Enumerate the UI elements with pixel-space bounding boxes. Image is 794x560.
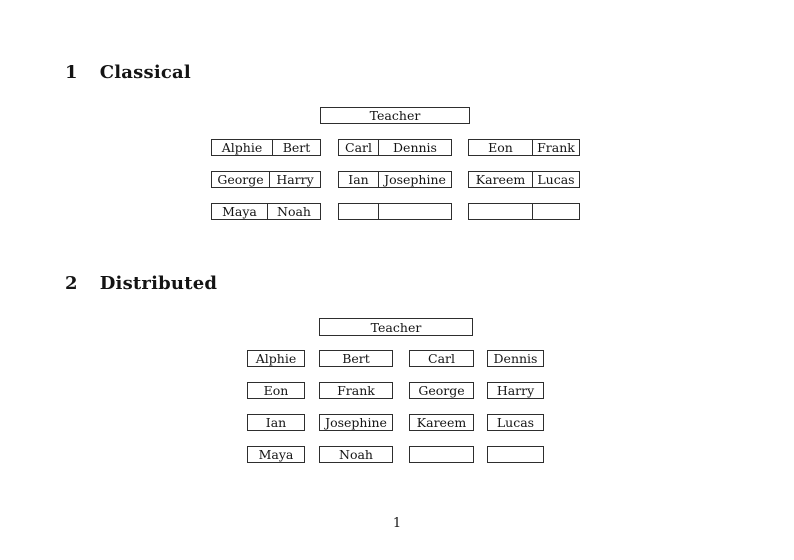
desk-empty (487, 446, 544, 463)
desk-pair: Maya Noah (211, 203, 321, 220)
section-heading-distributed: 2 Distributed (65, 274, 217, 294)
desk-pair: Carl Dennis (338, 139, 452, 156)
desk-seat: Carl (339, 140, 379, 155)
desk: Alphie (247, 350, 305, 367)
teacher-label: Teacher (370, 319, 422, 335)
desk-seat: Dennis (493, 351, 538, 366)
section-number: 2 (65, 273, 78, 294)
teacher-desk: Teacher (319, 318, 473, 336)
desk-seat: George (418, 383, 465, 398)
desk: Carl (409, 350, 474, 367)
desk-pair: Alphie Bert (211, 139, 321, 156)
section-heading-classical: 1 Classical (65, 63, 191, 83)
desk-seat: Josephine (325, 415, 387, 430)
desk-seat: Frank (337, 383, 375, 398)
desk-seat (533, 204, 579, 219)
desk: Noah (319, 446, 393, 463)
desk-seat: Kareem (469, 172, 533, 187)
desk-seat: Carl (428, 351, 455, 366)
desk-seat: Dennis (393, 140, 437, 155)
desk-pair-empty (338, 203, 452, 220)
desk-pair: George Harry (211, 171, 321, 188)
desk-empty (409, 446, 474, 463)
desk: Ian (247, 414, 305, 431)
desk-seat (379, 204, 451, 219)
desk-seat: Eon (263, 383, 289, 398)
desk: Bert (319, 350, 393, 367)
desk: Eon (247, 382, 305, 399)
section-title: Classical (99, 62, 191, 83)
desk: Josephine (319, 414, 393, 431)
desk-seat: George (212, 172, 270, 187)
desk-seat: Maya (212, 204, 268, 219)
teacher-label: Teacher (369, 108, 421, 123)
section-title: Distributed (99, 273, 218, 294)
desk-seat: Ian (339, 172, 379, 187)
desk-seat: Bert (342, 351, 370, 366)
teacher-desk: Teacher (320, 107, 470, 124)
desk: Harry (487, 382, 544, 399)
desk: Kareem (409, 414, 474, 431)
desk-seat: Lucas (496, 415, 535, 430)
desk-pair: Ian Josephine (338, 171, 452, 188)
desk-pair-empty (468, 203, 580, 220)
desk-seat: Alphie (212, 140, 273, 155)
page-number: 1 (392, 516, 402, 531)
desk: Frank (319, 382, 393, 399)
desk-seat: Harry (496, 383, 535, 398)
desk: George (409, 382, 474, 399)
desk-seat: Alphie (255, 351, 297, 366)
desk-pair: Eon Frank (468, 139, 580, 156)
desk-seat (469, 204, 533, 219)
section-number: 1 (65, 62, 78, 83)
page-footer: 1 (0, 516, 794, 531)
desk-seat: Bert (282, 140, 311, 155)
desk-seat: Harry (276, 172, 314, 187)
desk-seat (339, 204, 379, 219)
desk-seat: Lucas (537, 172, 575, 187)
desk: Dennis (487, 350, 544, 367)
desk: Lucas (487, 414, 544, 431)
desk-seat: Eon (469, 140, 533, 155)
desk-pair: Kareem Lucas (468, 171, 580, 188)
desk-seat: Josephine (384, 172, 446, 187)
desk-seat: Maya (258, 447, 294, 462)
desk-seat: Frank (537, 140, 575, 155)
desk: Maya (247, 446, 305, 463)
desk-seat: Ian (265, 415, 287, 430)
desk-seat: Noah (277, 204, 311, 219)
desk-seat: Noah (339, 447, 373, 462)
desk-seat: Kareem (416, 415, 467, 430)
